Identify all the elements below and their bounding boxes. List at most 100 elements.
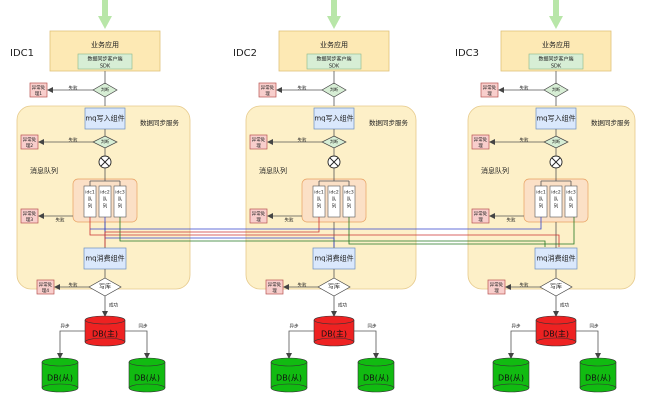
fail-label-4: 失败 xyxy=(520,282,529,289)
db-slave-left: DB(从) xyxy=(492,357,530,393)
idc-label: IDC3 xyxy=(455,48,479,59)
db-slave-right-top xyxy=(357,357,395,367)
fail-label-2: 失败 xyxy=(520,137,529,144)
error-label-2b: 理 xyxy=(478,143,483,149)
fail-label-2: 失败 xyxy=(69,137,78,144)
queue-label-1b: 队 xyxy=(88,196,93,203)
judge-label-2: 判断 xyxy=(330,138,338,144)
queue-label-3b: 队 xyxy=(347,196,352,203)
db-slave-left-base xyxy=(270,383,308,393)
write-db-label: 写库 xyxy=(99,283,111,291)
queue-label-3a: idc3 xyxy=(344,190,354,196)
business-app-title: 业务应用 xyxy=(542,40,570,49)
queue-label-2c: 列 xyxy=(332,203,337,210)
cross-link-blue-2 xyxy=(90,217,542,230)
queue-label-1b: 队 xyxy=(539,196,544,203)
message-queue-label: 消息队列 xyxy=(481,166,509,175)
queue-label-3a: idc3 xyxy=(566,190,576,196)
queue-box-2 xyxy=(327,185,341,218)
sync-label: 同步 xyxy=(590,324,599,330)
db-master-label: DB(主) xyxy=(321,329,347,339)
message-queue-label: 消息队列 xyxy=(30,166,58,175)
error-label-2b: 理2 xyxy=(26,143,33,149)
queue-label-3c: 列 xyxy=(347,203,352,210)
queue-label-1a: idc1 xyxy=(314,190,324,196)
judge-label-1: 判断 xyxy=(330,86,338,92)
entry-arrow-shaft xyxy=(553,0,559,16)
error-label-1a: 异常处 xyxy=(483,84,497,91)
sync-label: 同步 xyxy=(368,324,377,330)
error-label-4a: 异常处 xyxy=(268,281,282,288)
sync-service-label: 数据同步服务 xyxy=(140,118,180,127)
idc-group-1: IDC1业务应用数据同步客户端SDK判断失败异常处理1数据同步服务mq写入组件判… xyxy=(10,0,191,330)
fail-label-3: 失败 xyxy=(285,217,294,224)
queue-label-2a: idc2 xyxy=(551,190,561,196)
queue-label-2a: idc2 xyxy=(100,190,110,196)
db-slave-right-base xyxy=(128,383,166,393)
success-label: 成功 xyxy=(109,302,118,309)
queue-label-3b: 队 xyxy=(569,196,574,203)
queue-label-3b: 队 xyxy=(118,196,123,203)
sync-label: 同步 xyxy=(139,324,148,330)
error-label-2b: 理 xyxy=(256,143,261,149)
async-line xyxy=(57,330,85,359)
error-label-3a: 异常处 xyxy=(252,210,266,217)
idc-label: IDC1 xyxy=(10,48,34,59)
write-db-label: 写库 xyxy=(328,283,340,291)
cross-link-blue xyxy=(104,217,335,247)
entry-arrow-icon xyxy=(98,16,112,29)
judge-label-1: 判断 xyxy=(101,86,109,92)
db-slave-left-label: DB(从) xyxy=(276,374,302,383)
judge-label-1: 判断 xyxy=(552,86,560,92)
judge-label-2: 判断 xyxy=(552,138,560,144)
db-slave-right: DB(从) xyxy=(357,357,395,393)
sync-service-label: 数据同步服务 xyxy=(591,118,631,127)
db-master-base xyxy=(535,337,577,347)
queue-label-2b: 队 xyxy=(554,196,559,203)
queue-label-2c: 列 xyxy=(103,203,108,210)
async-label: 异步 xyxy=(61,324,70,330)
sdk-name: SDK xyxy=(100,64,111,70)
success-label: 成功 xyxy=(338,302,347,309)
queue-label-1c: 列 xyxy=(317,203,322,210)
db-slave-left-body xyxy=(42,362,78,388)
sdk-name: SDK xyxy=(329,64,340,70)
success-label: 成功 xyxy=(560,302,569,309)
db-slave-right-label: DB(从) xyxy=(134,374,160,383)
fail-label-1: 失败 xyxy=(298,85,307,92)
error-label-4b: 理 xyxy=(494,288,499,294)
queue-label-2b: 队 xyxy=(103,196,108,203)
async-line xyxy=(286,330,314,359)
router-x-icon xyxy=(329,157,339,167)
async-line xyxy=(508,330,536,359)
error-label-4b: 理4 xyxy=(42,288,49,294)
db-master-body xyxy=(85,320,125,342)
queue-box-2 xyxy=(549,185,563,218)
error-label-2a: 异常处 xyxy=(252,136,266,143)
db-master-label: DB(主) xyxy=(543,329,569,339)
mq-consume-label: mq消费组件 xyxy=(536,254,575,263)
db-slave-left-top xyxy=(492,357,530,367)
error-label-3a: 异常处 xyxy=(23,210,37,217)
db-slave-left-base xyxy=(41,383,79,393)
router-x-icon xyxy=(551,157,561,167)
db-master-base xyxy=(84,337,126,347)
queue-label-1b: 队 xyxy=(317,196,322,203)
sdk-box xyxy=(306,53,362,70)
error-label-4a: 异常处 xyxy=(490,281,504,288)
db-slave-right-body xyxy=(358,362,394,388)
entry-arrow-icon xyxy=(327,16,341,29)
message-queue-label: 消息队列 xyxy=(259,166,287,175)
sync-service-label: 数据同步服务 xyxy=(369,118,409,127)
error-label-1b: 理1 xyxy=(35,91,42,97)
idc-group-2: IDC2业务应用数据同步客户端SDK判断失败异常处理数据同步服务mq写入组件判断… xyxy=(233,0,417,330)
fail-label-1: 失败 xyxy=(520,85,529,92)
db-slave-right-body xyxy=(129,362,165,388)
queue-label-1c: 列 xyxy=(88,203,93,210)
entry-arrow-shaft xyxy=(331,0,337,16)
cross-link-red xyxy=(89,217,560,247)
db-slave-right-body xyxy=(580,362,616,388)
db-slave-right-label: DB(从) xyxy=(585,374,611,383)
error-label-4a: 异常处 xyxy=(39,281,53,288)
